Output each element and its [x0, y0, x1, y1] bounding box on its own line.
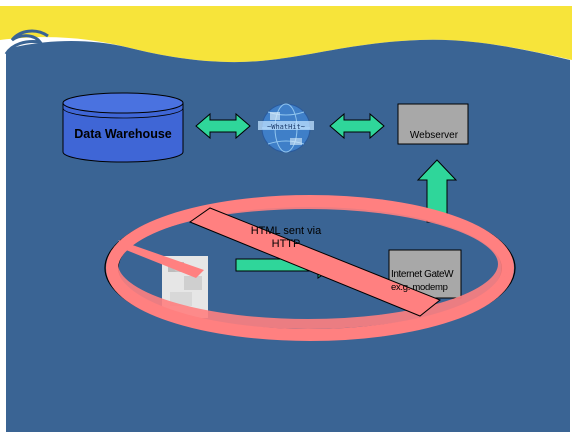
internet-gateway-label: Internet GateW — [391, 269, 454, 280]
prohibition-icon — [104, 195, 516, 341]
yellow-wave-band — [0, 6, 572, 63]
data-warehouse-label: Data Warehouse — [74, 127, 172, 141]
wave-crest — [4, 29, 49, 55]
webserver-box — [397, 103, 469, 145]
http-arrow-label: HTML sent via HTTP — [250, 225, 322, 250]
webserver-label: Webserver — [409, 130, 459, 141]
internet-gateway-sublabel: ex.g. modemp — [391, 282, 448, 293]
double-arrow-globe-webserver — [329, 112, 385, 140]
double-arrow-dw-globe — [195, 112, 251, 140]
svg-text:~WhatHit~: ~WhatHit~ — [267, 123, 305, 131]
globe-icon: ~WhatHit~ — [258, 103, 314, 153]
data-warehouse-cylinder — [62, 92, 184, 163]
